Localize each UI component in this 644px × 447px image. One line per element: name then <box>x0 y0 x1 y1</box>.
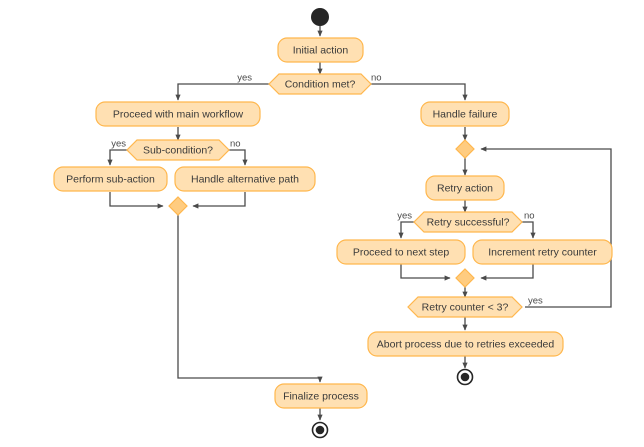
handle-failure-box <box>420 101 510 127</box>
edge-increment-counter-to-merge-result <box>480 264 534 281</box>
edge-condition-no-to-handle-failure <box>367 83 468 101</box>
edge-label-retry-counter-yes: yes <box>528 296 543 307</box>
edge-perform-sub-action-to-merge-left <box>109 192 164 209</box>
node-handle-alternative-path[interactable]: Handle alternative path <box>174 166 316 192</box>
start-node[interactable] <box>311 8 329 26</box>
node-proceed-main-workflow[interactable]: Proceed with main workflow <box>95 101 261 127</box>
node-proceed-next-step[interactable]: Proceed to next step <box>336 239 466 265</box>
edge-label-condition-yes: yes <box>237 73 252 84</box>
decision-retry-successful[interactable]: Retry successful? <box>413 211 523 233</box>
merge-node-left[interactable] <box>168 196 188 216</box>
finalize-process-box <box>274 383 368 409</box>
edge-label-sub-condition-no: no <box>230 139 241 150</box>
edge-proceed-next-step-to-merge-result <box>400 264 451 281</box>
sub-condition-diamond <box>126 139 230 161</box>
edge-handle-alternative-to-merge-left <box>192 192 246 209</box>
edge-label-retry-no: no <box>524 211 535 222</box>
merge-diamond-icon-left <box>168 196 188 216</box>
node-finalize-process[interactable]: Finalize process <box>274 383 368 409</box>
edge-merge-left-to-finalize <box>177 215 323 383</box>
edge-label-sub-condition-yes: yes <box>111 139 126 150</box>
handle-alternative-path-box <box>174 166 316 192</box>
merge-diamond-icon-retry <box>455 139 475 159</box>
end-node-abort[interactable] <box>456 368 474 386</box>
end-node-final[interactable] <box>311 421 329 439</box>
node-increment-retry-counter[interactable]: Increment retry counter <box>472 239 613 265</box>
merge-node-retry[interactable] <box>455 139 475 159</box>
merge-node-retry-result[interactable] <box>455 268 475 288</box>
edge-label-condition-no: no <box>371 73 382 84</box>
retry-action-box <box>425 175 505 201</box>
node-retry-action[interactable]: Retry action <box>425 175 505 201</box>
increment-retry-counter-box <box>472 239 613 265</box>
condition-met-diamond <box>268 73 372 95</box>
perform-sub-action-box <box>53 166 168 192</box>
abort-process-box <box>367 331 564 357</box>
edge-sub-condition-no-to-handle-alternative <box>226 149 248 166</box>
merge-diamond-icon-retry-result <box>455 268 475 288</box>
edge-sub-condition-yes-to-perform-sub-action <box>107 149 130 166</box>
node-initial-action[interactable]: Initial action <box>277 37 364 63</box>
edge-retry-counter-yes-loop-back <box>480 146 612 308</box>
proceed-main-workflow-box <box>95 101 261 127</box>
retry-counter-diamond <box>407 296 523 318</box>
node-handle-failure[interactable]: Handle failure <box>420 101 510 127</box>
decision-condition-met[interactable]: Condition met? <box>268 73 372 95</box>
end-node-icon-final-dot <box>315 425 325 435</box>
end-node-icon-abort-dot <box>460 372 470 382</box>
node-perform-sub-action[interactable]: Perform sub-action <box>53 166 168 192</box>
retry-successful-diamond <box>413 211 523 233</box>
flow-edges <box>107 26 612 421</box>
edge-condition-yes-to-proceed-main <box>175 83 273 101</box>
edge-retry-yes-to-proceed-next-step <box>398 221 415 239</box>
edge-label-retry-yes: yes <box>397 211 412 222</box>
decision-retry-counter[interactable]: Retry counter < 3? <box>407 296 523 318</box>
decision-sub-condition[interactable]: Sub-condition? <box>126 139 230 161</box>
node-abort-process[interactable]: Abort process due to retries exceeded <box>367 331 564 357</box>
proceed-next-step-box <box>336 239 466 265</box>
initial-action-box <box>277 37 364 63</box>
start-node-icon <box>311 8 329 26</box>
